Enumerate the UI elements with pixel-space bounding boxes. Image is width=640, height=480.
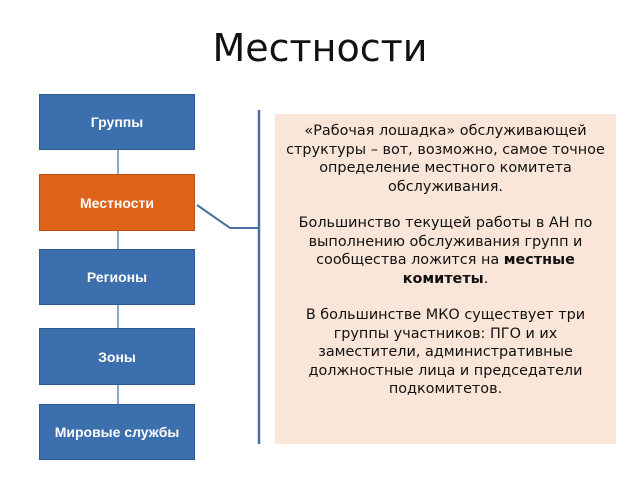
box-groups: Группы bbox=[39, 94, 195, 150]
paragraph-spacer bbox=[281, 288, 610, 306]
paragraph-2-text: Большинство текущей работы в АН по выпол… bbox=[298, 215, 593, 268]
local-committees-emphasis: местные комитеты bbox=[402, 252, 575, 287]
description-paragraph-3: В большинстве МКО существует три группы … bbox=[305, 307, 586, 397]
box-areas: Местности bbox=[39, 174, 195, 231]
description-paragraph-1: «Рабочая лошадка» обслуживающей структур… bbox=[286, 123, 605, 195]
paragraph-spacer bbox=[281, 196, 610, 214]
box-zones: Зоны bbox=[39, 328, 195, 385]
paragraph-2-end: . bbox=[483, 270, 489, 287]
description-textbox: «Рабочая лошадка» обслуживающей структур… bbox=[275, 114, 616, 444]
box-regions: Регионы bbox=[39, 249, 195, 305]
slide-title: Местности bbox=[212, 26, 428, 70]
box-world-services: Мировые службы bbox=[39, 404, 195, 460]
description-paragraph-2: Большинство текущей работы в АН по выпол… bbox=[281, 214, 610, 288]
